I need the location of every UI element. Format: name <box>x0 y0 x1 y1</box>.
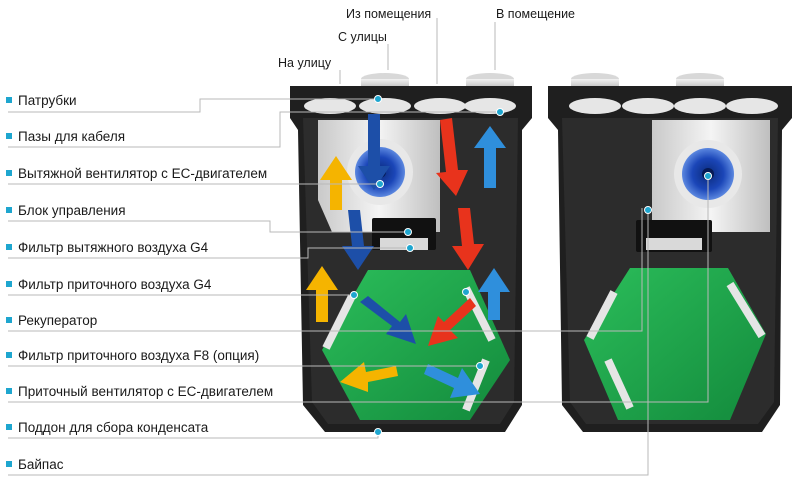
label-supply-filter-f8: Фильтр приточного воздуха F8 (опция) <box>6 344 259 366</box>
bullet <box>6 281 12 287</box>
bullet <box>6 133 12 139</box>
pipe-opening <box>622 98 674 114</box>
pipe-opening <box>304 98 356 114</box>
control-unit-panel <box>380 238 428 250</box>
bullet <box>6 352 12 358</box>
label-cable-slots: Пазы для кабеля <box>6 125 125 147</box>
recuperator <box>584 268 766 420</box>
label-exhaust-fan: Вытяжной вентилятор с EC-двигателем <box>6 162 267 184</box>
callout-dots <box>350 95 712 436</box>
filter <box>726 281 766 339</box>
spigot <box>571 79 619 88</box>
bullet <box>6 461 12 467</box>
filter-supply-g4 <box>322 294 356 350</box>
label-spigots: Патрубки <box>6 89 77 111</box>
airflow-arrows <box>306 114 510 398</box>
bullet <box>6 317 12 323</box>
label-bypass: Байпас <box>6 453 63 475</box>
label-from-room: Из помещения <box>346 7 432 21</box>
filter <box>586 290 618 340</box>
label-to-street: На улицу <box>278 56 332 70</box>
control-unit-panel <box>646 238 702 250</box>
pipe-opening <box>726 98 778 114</box>
label-to-room: В помещение <box>496 7 576 21</box>
label-condensate-tray: Поддон для сбора конденсата <box>6 416 208 438</box>
spigot <box>466 79 514 88</box>
top-callout-lines <box>339 18 496 84</box>
pipe-opening <box>674 98 726 114</box>
pipe-opening <box>414 98 466 114</box>
pipe-opening <box>359 98 411 114</box>
right-unit <box>548 73 792 432</box>
left-unit <box>290 73 532 432</box>
spigot <box>676 79 724 88</box>
label-exhaust-filter-g4: Фильтр вытяжного воздуха G4 <box>6 236 208 258</box>
label-from-street: С улицы <box>338 30 387 44</box>
label-recuperator: Рекуператор <box>6 309 97 331</box>
bullet <box>6 424 12 430</box>
label-supply-filter-g4: Фильтр приточного воздуха G4 <box>6 273 211 295</box>
bullet <box>6 207 12 213</box>
label-control-unit: Блок управления <box>6 199 126 221</box>
label-supply-fan: Приточный вентилятор с EC-двигателем <box>6 380 273 402</box>
pipe-opening <box>569 98 621 114</box>
filter <box>604 358 634 410</box>
spigot <box>361 79 409 88</box>
bullet <box>6 170 12 176</box>
bullet <box>6 244 12 250</box>
bullet <box>6 388 12 394</box>
bullet <box>6 97 12 103</box>
